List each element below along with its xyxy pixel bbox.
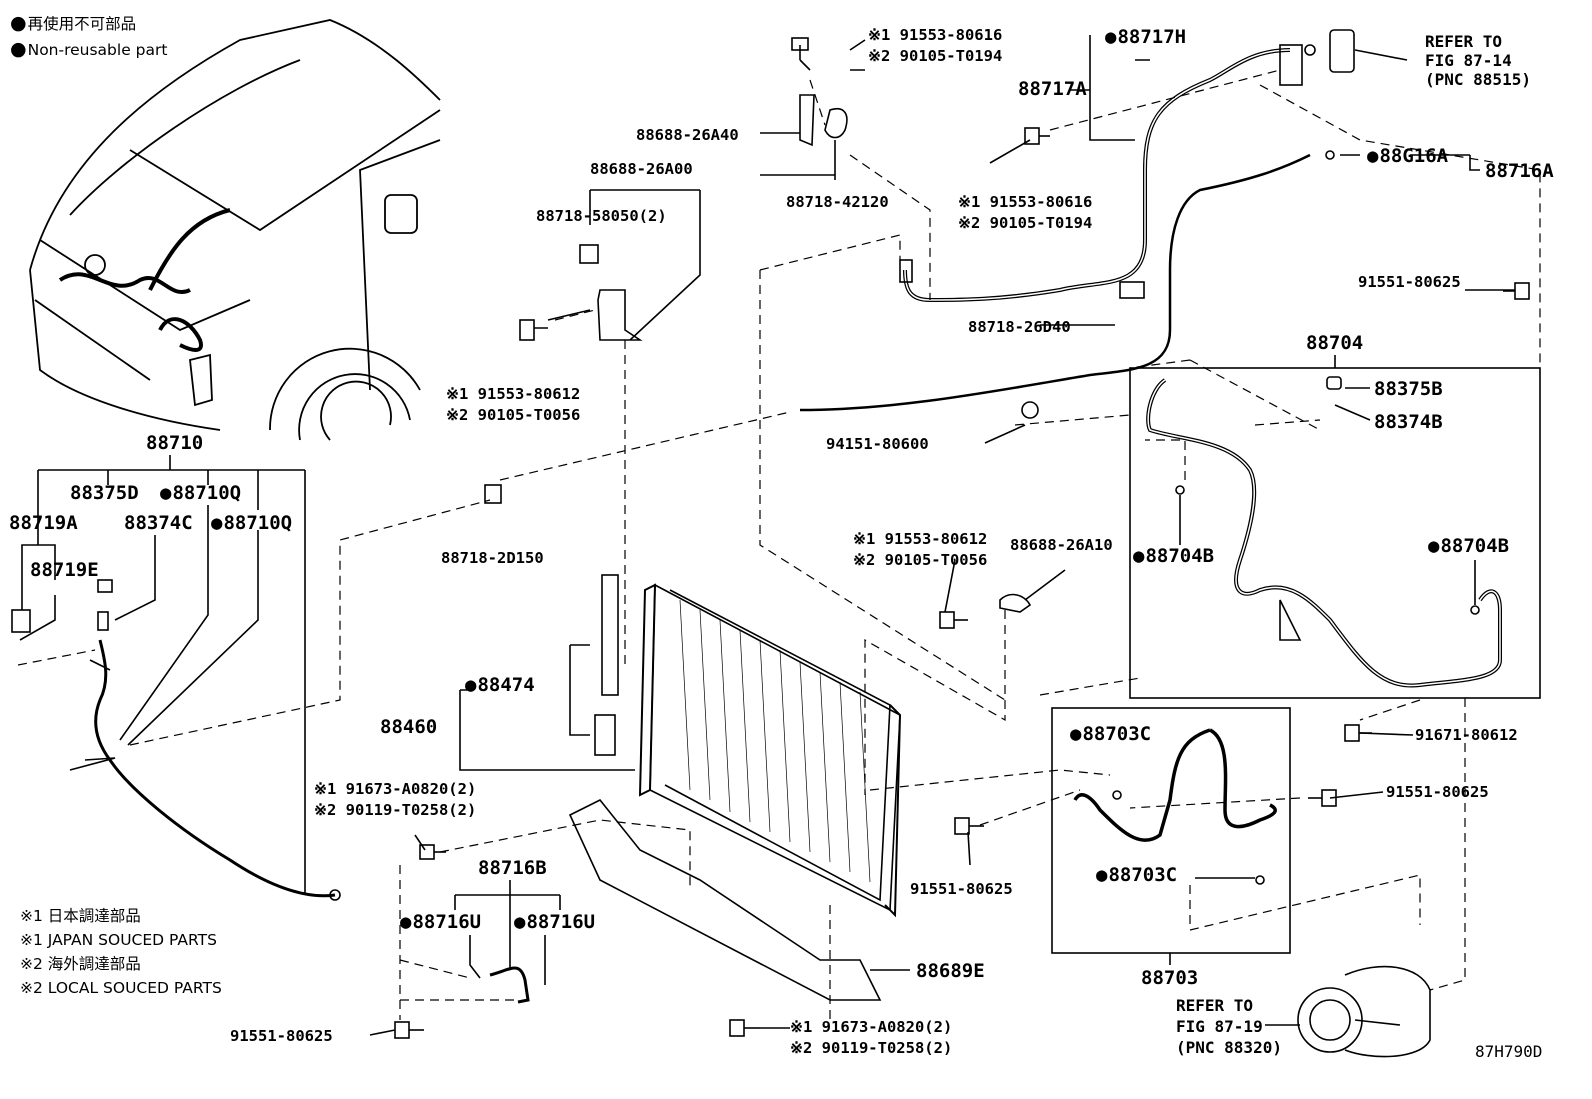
- part-91551-80625-b[interactable]: 91551-80625: [1386, 783, 1489, 801]
- bolt-label-2a[interactable]: ※1 91553-80616: [958, 193, 1093, 211]
- vehicle-illustration: [29, 19, 441, 441]
- part-88688-26A00[interactable]: 88688-26A00: [590, 160, 693, 178]
- part-88716B[interactable]: 88716B: [478, 857, 547, 879]
- part-88716A[interactable]: 88716A: [1485, 160, 1554, 182]
- part-88710[interactable]: 88710: [146, 432, 204, 454]
- part-88474[interactable]: 88474: [465, 675, 534, 696]
- part-88704B-right[interactable]: 88704B: [1428, 536, 1509, 557]
- part-88716U-b[interactable]: 88716U: [514, 912, 595, 933]
- part-91551-80625-a[interactable]: 91551-80625: [1358, 273, 1461, 291]
- bolt-label-1a[interactable]: ※1 91553-80616: [868, 26, 1003, 44]
- part-88710Q-b[interactable]: 88710Q: [211, 513, 292, 534]
- legend-nonreusable-en: Non-reusable part: [10, 40, 167, 59]
- part-88718-26D40[interactable]: 88718-26D40: [968, 318, 1071, 336]
- compressor-illustration: [1265, 965, 1431, 1058]
- part-88716U-a[interactable]: 88716U: [400, 912, 481, 933]
- part-88718-58050[interactable]: 88718-58050(2): [536, 207, 667, 225]
- part-91551-80625-c[interactable]: 91551-80625: [910, 880, 1013, 898]
- part-94151-80600[interactable]: 94151-80600: [826, 435, 929, 453]
- part-88689E[interactable]: 88689E: [916, 960, 985, 982]
- part-88717H[interactable]: 88717H: [1105, 27, 1186, 48]
- part-88374C[interactable]: 88374C: [124, 512, 193, 534]
- part-88710Q-a[interactable]: 88710Q: [160, 483, 241, 504]
- ref-fig-87-19-line1: REFER TO: [1176, 996, 1254, 1015]
- part-88G16A[interactable]: 88G16A: [1367, 146, 1448, 167]
- figure-id: 87H790D: [1475, 1042, 1543, 1061]
- part-88375D[interactable]: 88375D: [70, 482, 139, 504]
- bolt-label-1b[interactable]: ※2 90105-T0194: [868, 47, 1003, 65]
- bolt-label-6a[interactable]: ※1 91673-A0820(2): [790, 1018, 953, 1036]
- part-88719A[interactable]: 88719A: [9, 512, 78, 534]
- part-88460[interactable]: 88460: [380, 716, 438, 738]
- footnote-2-ja: ※2 海外調達部品: [20, 955, 141, 973]
- bolt-label-4a[interactable]: ※1 91553-80612: [853, 530, 988, 548]
- part-88703C-b[interactable]: 88703C: [1096, 865, 1177, 886]
- footnote-1-ja: ※1 日本調達部品: [20, 907, 141, 925]
- ref-fig-87-14-line1: REFER TO: [1425, 32, 1503, 51]
- part-91551-80625-d[interactable]: 91551-80625: [230, 1027, 333, 1045]
- condenser-illustration: [594, 574, 902, 918]
- ref-fig-87-14-line3: (PNC 88515): [1425, 70, 1531, 89]
- bolt-label-5a[interactable]: ※1 91673-A0820(2): [314, 780, 477, 798]
- bolt-label-3b[interactable]: ※2 90105-T0056: [446, 406, 581, 424]
- part-88718-42120[interactable]: 88718-42120: [786, 193, 889, 211]
- bolt-label-4b[interactable]: ※2 90105-T0056: [853, 551, 988, 569]
- ref-fig-87-14[interactable]: REFER TO FIG 87-14 (PNC 88515): [1425, 32, 1531, 89]
- bolt-label-5b[interactable]: ※2 90119-T0258(2): [314, 801, 477, 819]
- ref-fig-87-14-line2: FIG 87-14: [1425, 51, 1512, 70]
- part-88374B[interactable]: 88374B: [1374, 411, 1443, 433]
- part-88704B-left[interactable]: 88704B: [1133, 546, 1214, 567]
- part-88717A[interactable]: 88717A: [1018, 78, 1087, 100]
- part-88688-26A40[interactable]: 88688-26A40: [636, 126, 739, 144]
- bolt-label-2b[interactable]: ※2 90105-T0194: [958, 214, 1093, 232]
- ref-fig-87-19-line2: FIG 87-19: [1176, 1017, 1263, 1036]
- part-88688-26A10[interactable]: 88688-26A10: [1010, 536, 1113, 554]
- bolt-icons: [394, 127, 1530, 1039]
- part-88375B[interactable]: 88375B: [1374, 378, 1443, 400]
- bolt-label-6b[interactable]: ※2 90119-T0258(2): [790, 1039, 953, 1057]
- part-88703[interactable]: 88703: [1141, 967, 1199, 989]
- part-88718-2D150[interactable]: 88718-2D150: [441, 549, 544, 567]
- part-91671-80612[interactable]: 91671-80612: [1415, 726, 1518, 744]
- footnote-1-en: ※1 JAPAN SOUCED PARTS: [20, 931, 217, 949]
- footnote-2-en: ※2 LOCAL SOUCED PARTS: [20, 979, 222, 997]
- part-88719E[interactable]: 88719E: [30, 559, 99, 581]
- ref-fig-87-19[interactable]: REFER TO FIG 87-19 (PNC 88320): [1176, 995, 1282, 1058]
- bolt-label-3a[interactable]: ※1 91553-80612: [446, 385, 581, 403]
- part-88704[interactable]: 88704: [1306, 332, 1364, 354]
- part-88703C-a[interactable]: 88703C: [1070, 724, 1151, 745]
- ref-fig-87-19-line3: (PNC 88320): [1176, 1038, 1282, 1057]
- legend-nonreusable-ja: 再使用不可部品: [10, 14, 136, 33]
